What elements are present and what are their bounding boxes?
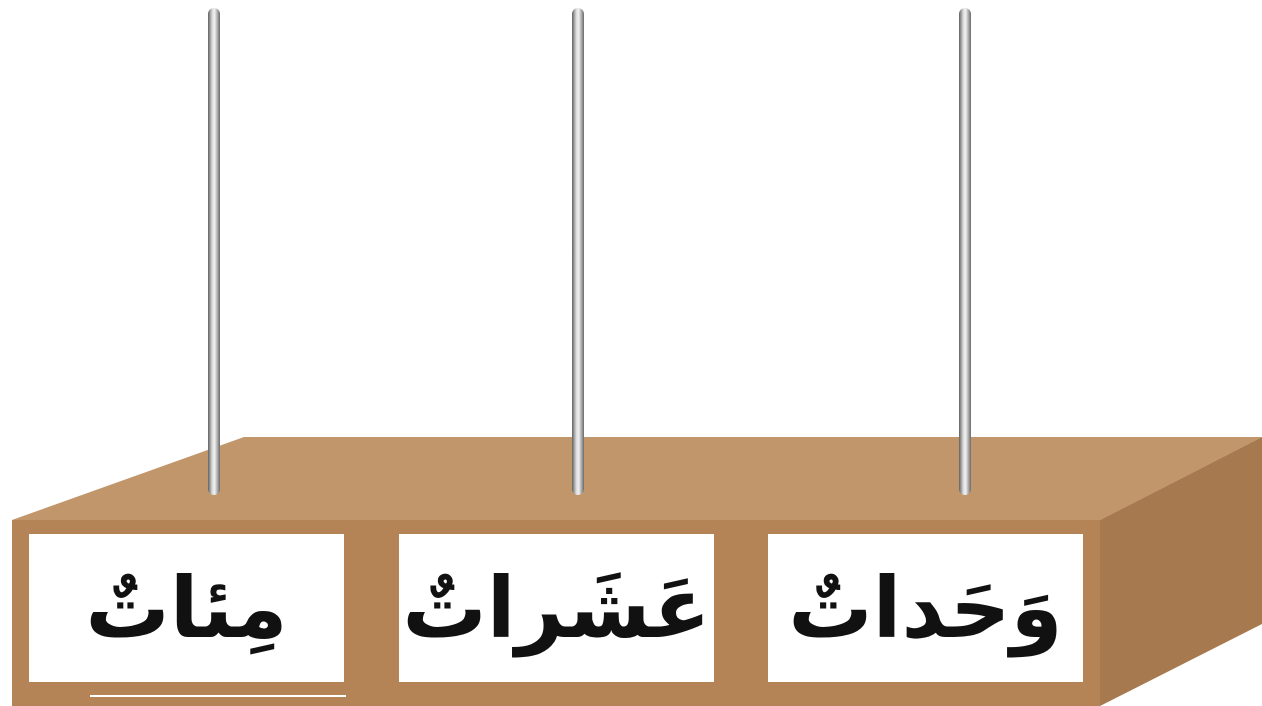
label-tens: عَشَراتٌ [402,566,710,650]
rod-hundreds [208,8,220,495]
rod-tens [572,8,584,495]
label-card-hundreds: مِئاتٌ [29,534,344,682]
abacus-box-top [12,437,1262,520]
label-ones: وَحَداتٌ [788,566,1062,650]
rod-ones [959,8,971,495]
label-card-ones: وَحَداتٌ [768,534,1083,682]
label-card-tens: عَشَراتٌ [399,534,714,682]
label-hundreds: مِئاتٌ [85,566,287,650]
